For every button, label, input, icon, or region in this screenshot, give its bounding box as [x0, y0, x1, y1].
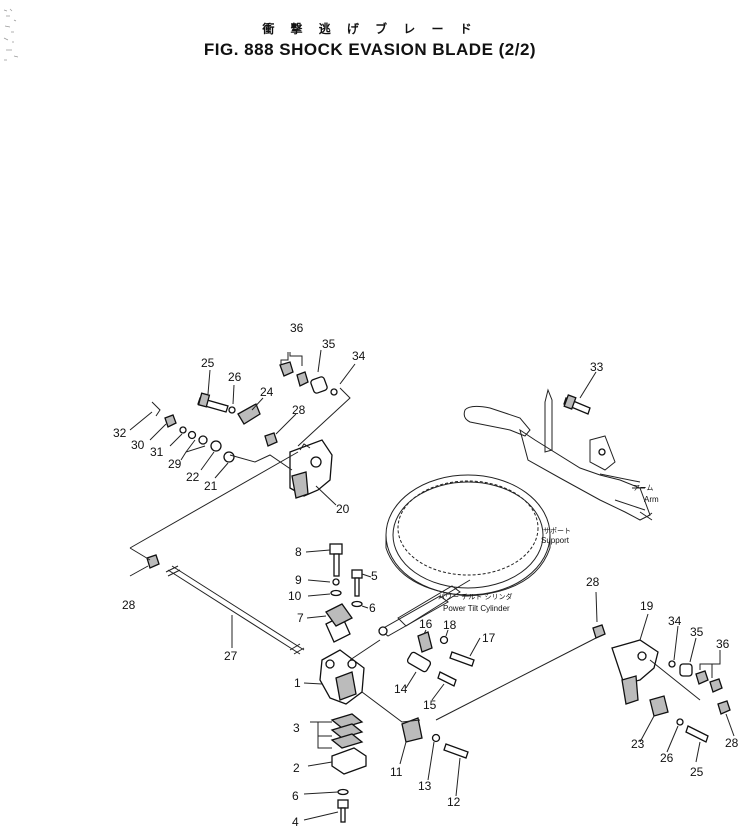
- hardware-pieces: [146, 361, 731, 823]
- callout-19: 19: [640, 599, 654, 613]
- callout-10: 10: [288, 589, 302, 603]
- callout-20: 20: [336, 502, 350, 516]
- callout-1: 1: [294, 676, 301, 690]
- callout-28-upper: 28: [292, 403, 306, 417]
- callout-4: 4: [292, 815, 299, 826]
- callout-29: 29: [168, 457, 182, 471]
- callout-13: 13: [418, 779, 432, 793]
- callout-35-right: 35: [690, 625, 704, 639]
- callout-28-lower: 28: [725, 736, 739, 750]
- callout-28-right: 28: [586, 575, 600, 589]
- callout-6-lower: 6: [292, 789, 299, 803]
- callout-3: 3: [293, 721, 300, 735]
- callout-2: 2: [293, 761, 300, 775]
- callout-24: 24: [260, 385, 274, 399]
- figure-title-japanese: 衝 撃 逃 げ ブ レ ー ド: [262, 22, 478, 36]
- callout-11: 11: [390, 765, 403, 779]
- callout-28-left: 28: [122, 598, 136, 612]
- callout-17: 17: [482, 631, 496, 645]
- callout-27: 27: [224, 649, 238, 663]
- callout-34-right: 34: [668, 614, 682, 628]
- part-36-nut-upper: [279, 361, 294, 377]
- callout-22: 22: [186, 470, 200, 484]
- callout-35-upper: 35: [322, 337, 336, 351]
- tie-rod: [165, 565, 305, 655]
- callout-6-upper: 6: [369, 601, 376, 615]
- callout-34-upper: 34: [352, 349, 366, 363]
- power-tilt-cylinder: パワー チルト シリンダ Power Tilt Cylinder: [378, 579, 512, 637]
- support-label: Support: [541, 536, 570, 545]
- callout-18: 18: [443, 618, 457, 632]
- callout-30: 30: [131, 438, 145, 452]
- circle-gear-ring: [385, 474, 551, 597]
- callout-36-right: 36: [716, 637, 730, 651]
- arm-label: Arm: [644, 495, 659, 504]
- arm-label-japanese: アーム: [633, 484, 653, 492]
- leader-lines: [129, 349, 735, 821]
- callout-5: 5: [371, 569, 378, 583]
- scan-artifact-marks: [3, 8, 19, 61]
- upper-bracket-assembly: [289, 439, 333, 499]
- callout-26-lower: 26: [660, 751, 674, 765]
- cylinder-label-japanese: パワー チルト シリンダ: [438, 592, 512, 601]
- callout-21: 21: [204, 479, 218, 493]
- callout-14: 14: [394, 682, 408, 696]
- callout-numbers: 36 35 34 25 26 24 28 32 30 31 29 22 21 2…: [113, 321, 739, 826]
- callout-25-lower: 25: [690, 765, 704, 779]
- callout-8: 8: [295, 545, 302, 559]
- callout-25-upper: 25: [201, 356, 215, 370]
- figure-title: FIG. 888 SHOCK EVASION BLADE (2/2): [203, 40, 537, 59]
- support-label-japanese: サポート: [543, 527, 571, 535]
- callout-32: 32: [113, 426, 127, 440]
- callout-16: 16: [419, 617, 433, 631]
- support-and-arm: アーム Arm: [463, 388, 659, 521]
- callout-33: 33: [590, 360, 604, 374]
- callout-12: 12: [447, 795, 461, 809]
- callout-15: 15: [423, 698, 437, 712]
- callout-31: 31: [150, 445, 164, 459]
- callout-23: 23: [631, 737, 645, 751]
- callout-26-upper: 26: [228, 370, 242, 384]
- right-bracket-assembly: [611, 639, 659, 705]
- callout-7: 7: [297, 611, 304, 625]
- callout-36-upper: 36: [290, 321, 304, 335]
- callout-9: 9: [295, 573, 302, 587]
- mount-bracket-assembly: [319, 615, 381, 705]
- cylinder-label: Power Tilt Cylinder: [443, 604, 510, 613]
